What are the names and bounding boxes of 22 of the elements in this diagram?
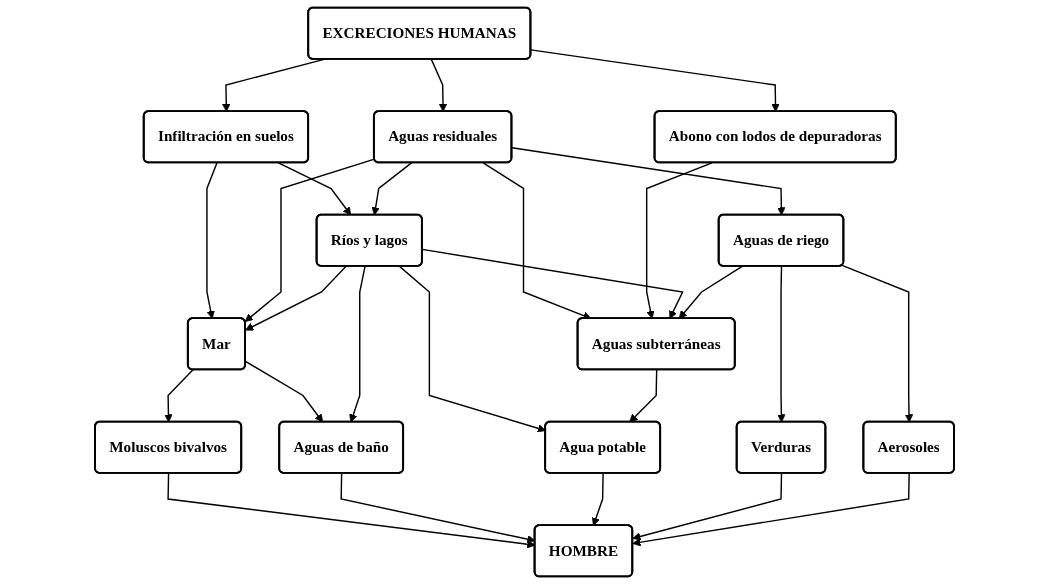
- arrow: [164, 369, 194, 423]
- arrow: [222, 58, 325, 112]
- arrow: [245, 265, 347, 331]
- arrow: [277, 162, 352, 216]
- arrow: [482, 162, 592, 320]
- arrow: [841, 264, 914, 423]
- arrow: [206, 162, 218, 319]
- arrow: [530, 49, 780, 112]
- arrow: [591, 472, 604, 526]
- arrow: [629, 369, 658, 423]
- arrow: [678, 265, 743, 319]
- arrow: [646, 162, 713, 319]
- arrow: [511, 147, 786, 216]
- arrow: [777, 265, 786, 423]
- arrow: [632, 472, 783, 541]
- arrow: [632, 472, 910, 547]
- arrow: [430, 58, 448, 112]
- arrow: [421, 248, 684, 319]
- arrow: [371, 162, 413, 216]
- arrow: [244, 158, 376, 322]
- arrow: [349, 265, 366, 423]
- arrow: [398, 265, 546, 433]
